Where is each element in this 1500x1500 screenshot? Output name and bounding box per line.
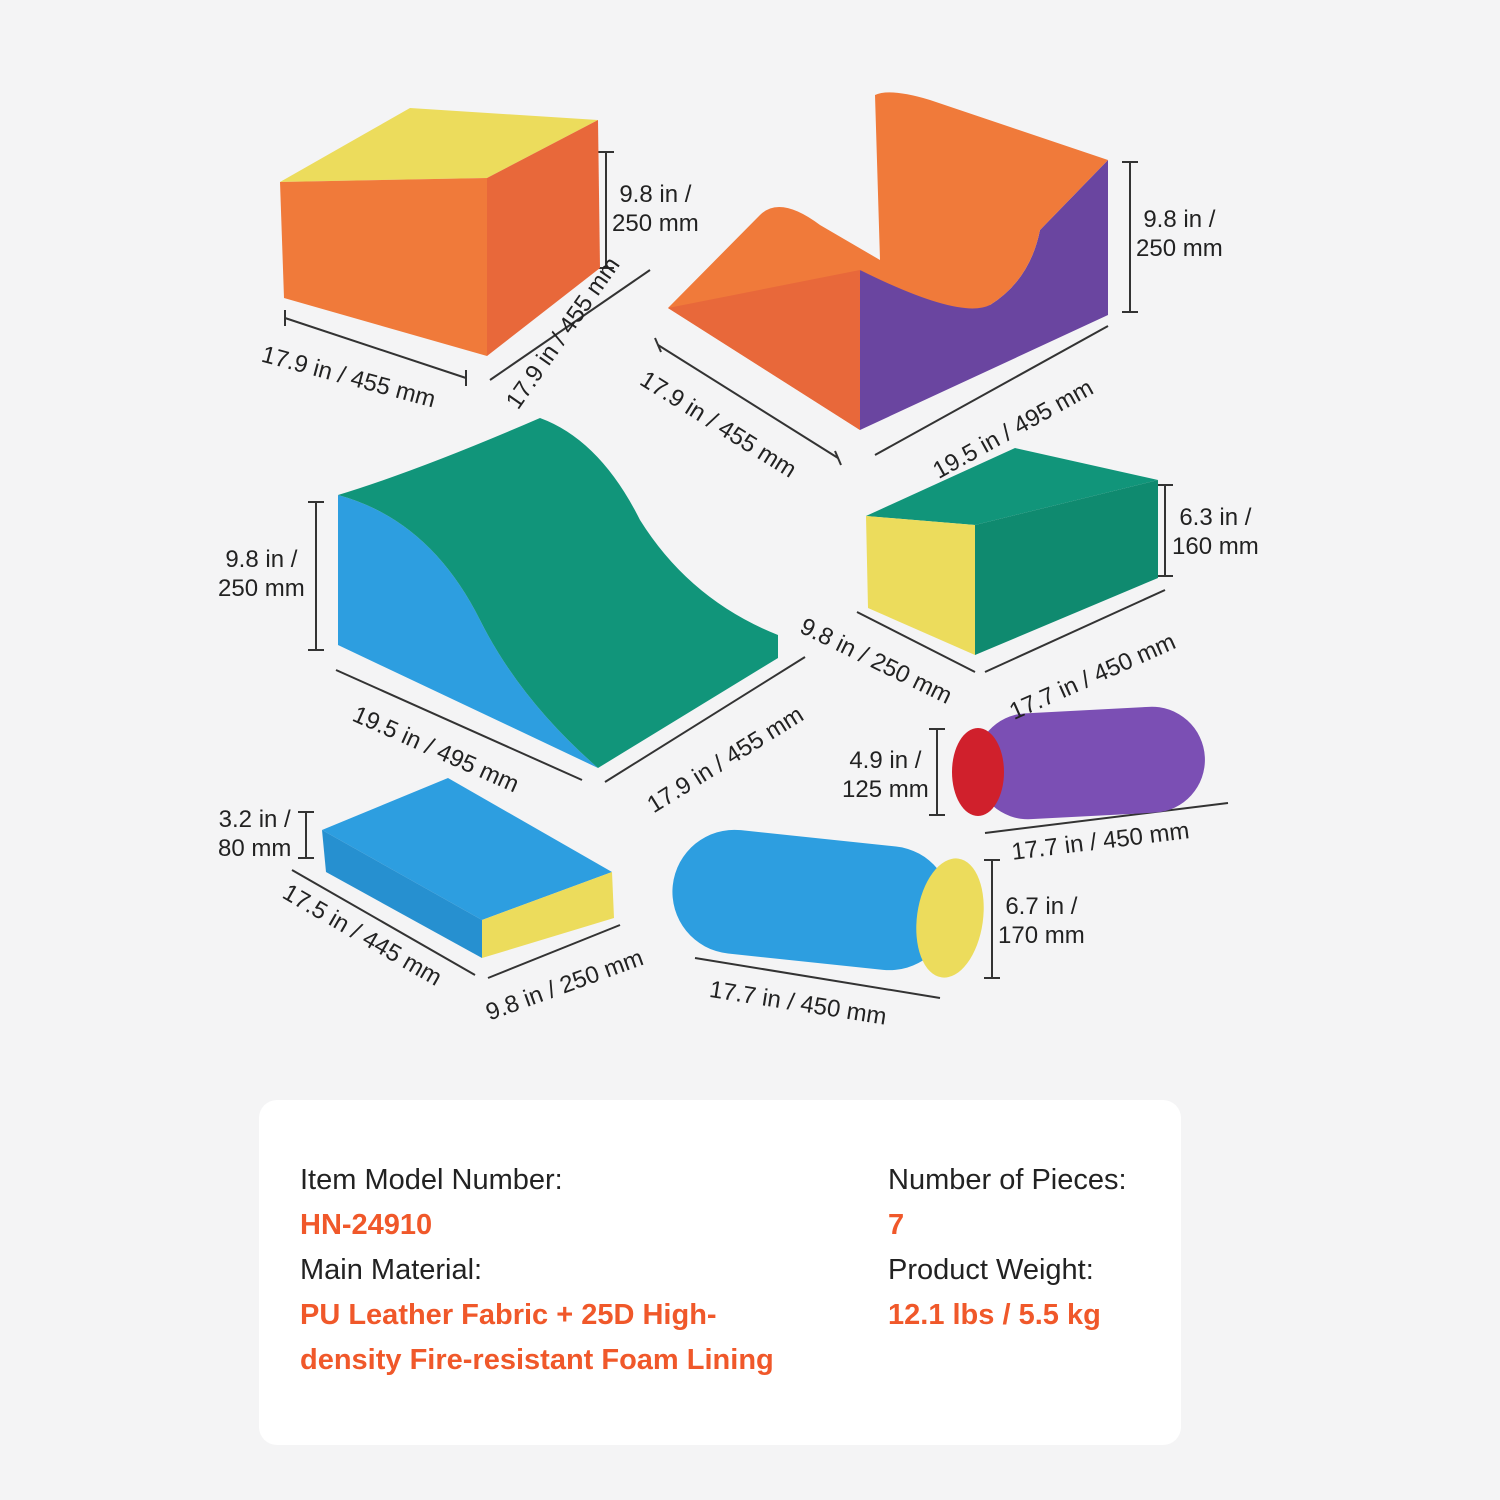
main-material-value-line1: PU Leather Fabric + 25D High- [300,1299,717,1331]
steps-height-label: 9.8 in /250 mm [1136,206,1223,262]
model-number-label: Item Model Number: [300,1164,563,1196]
steps-foam-piece [668,92,1108,430]
product-dimension-illustration: 9.8 in /250 mm 17.9 in / 455 mm 17.9 in … [218,92,1259,1031]
main-material-label: Main Material: [300,1254,483,1286]
model-number-value: HN-24910 [300,1209,433,1241]
specs-card: Item Model Number: HN-24910 Main Materia… [259,1100,1181,1445]
main-material-value-line2: density Fire-resistant Foam Lining [300,1344,774,1376]
small-roll-foam-piece [952,706,1205,820]
foam-pieces-drawing [280,92,1229,999]
product-weight-label: Product Weight: [888,1254,1094,1286]
cube-height-label: 9.8 in /250 mm [612,181,699,237]
ramp-foam-piece [338,418,778,768]
big-roll-diameter-label: 6.7 in /170 mm [998,893,1085,949]
specs-left-column: Item Model Number: HN-24910 Main Materia… [300,1158,774,1383]
mat-foam-piece [322,778,614,958]
product-weight-value: 12.1 lbs / 5.5 kg [888,1299,1101,1331]
mat-height-label: 3.2 in /80 mm [218,806,292,862]
big-roll-foam-piece [672,829,984,978]
block-height-label: 6.3 in /160 mm [1172,504,1259,560]
specs-right-column: Number of Pieces: 7 Product Weight: 12.1… [888,1158,1127,1338]
ramp-height-label: 9.8 in /250 mm [218,546,305,602]
dimension-lines [284,151,1229,999]
number-of-pieces-value: 7 [888,1209,905,1241]
small-roll-diameter-label: 4.9 in /125 mm [842,747,929,803]
number-of-pieces-label: Number of Pieces: [888,1164,1127,1196]
block-foam-piece [866,448,1158,655]
cube-foam-piece [280,108,600,356]
